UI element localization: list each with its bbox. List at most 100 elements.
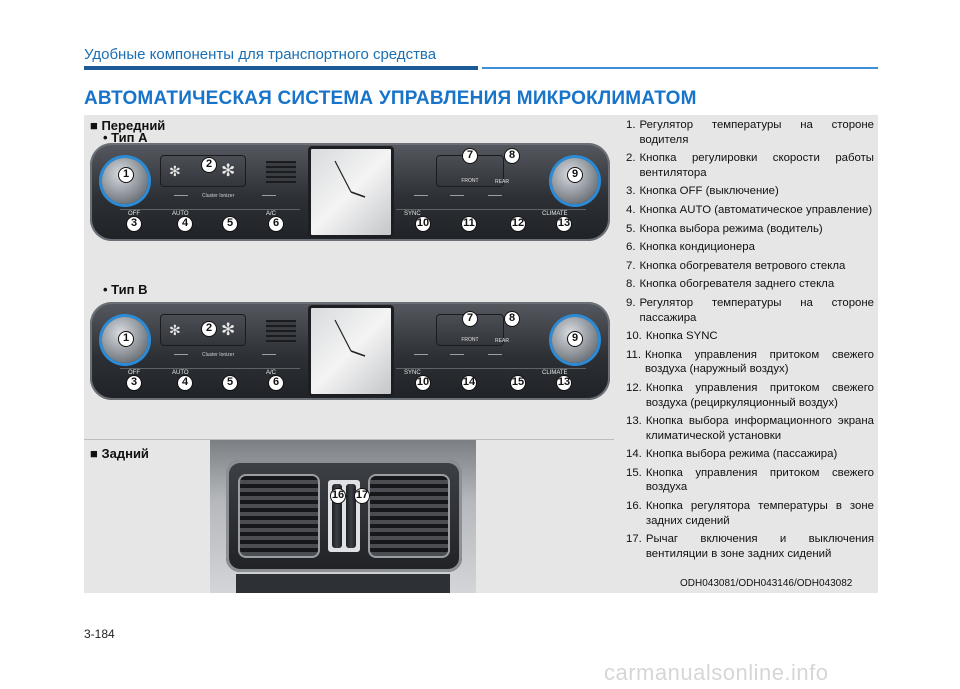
legend-item-number: 9. — [626, 296, 636, 309]
rear-text: REAR — [495, 338, 509, 344]
callout-a-5: 5 — [222, 216, 238, 232]
header-rule — [84, 66, 478, 70]
callout-a-1: 1 — [118, 167, 134, 183]
callout-a-11: 11 — [461, 216, 477, 232]
callout-a-6: 6 — [268, 216, 284, 232]
legend-item: 1.Регулятор температуры на стороне водит… — [626, 118, 874, 147]
legend-item-text: Кнопка обогревателя заднего стекла — [639, 278, 835, 291]
figure-divider — [84, 439, 614, 440]
legend-item-text: Кнопка регулировки скорости работы венти… — [639, 152, 875, 179]
legend-item-number: 11. — [626, 348, 641, 361]
callout-a-10: 10 — [415, 216, 431, 232]
callout-a-4: 4 — [177, 216, 193, 232]
legend-item-number: 17. — [626, 533, 642, 546]
indicator-dash — [414, 195, 428, 196]
legend-item-number: 1. — [626, 119, 636, 131]
indicator-dash — [450, 195, 464, 196]
legend-item: 16.Кнопка регулятора температуры в зоне … — [626, 499, 874, 528]
callout-b-10: 10 — [415, 375, 431, 391]
header-rule-thin — [482, 67, 878, 69]
ac-button-label: A/C — [266, 370, 277, 376]
callout-rear-16: 16 — [330, 488, 346, 504]
legend-item-number: 13. — [626, 415, 642, 428]
button-row-right — [396, 368, 586, 390]
legend-item-text: Регулятор температуры на стороне водител… — [639, 119, 875, 146]
legend-item-text: Кнопка управления притоком свежего возду… — [645, 348, 874, 376]
indicator-dash — [488, 354, 502, 355]
legend-item-text: Кнопка выбора информационного экрана кли… — [645, 415, 874, 442]
legend-item-number: 10. — [626, 330, 642, 343]
legend-item: 14.Кнопка выбора режима (пассажира) — [626, 447, 874, 462]
legend-item-text: Кнопка выбора режима (водитель) — [639, 222, 823, 235]
legend-item: 13.Кнопка выбора информационного экрана … — [626, 414, 874, 443]
clock-hands — [334, 319, 366, 357]
console-type-a: ✻ ✻ FRONT REAR Cluster Ionizer OFF AUTO … — [90, 143, 610, 241]
climate-button-label: CLIMATE — [542, 211, 568, 217]
page-number: 3-184 — [84, 627, 115, 641]
callout-b-15: 15 — [510, 375, 526, 391]
legend-item: 4.Кнопка AUTO (автоматическое управление… — [626, 203, 874, 218]
front-text: FRONT — [461, 337, 479, 343]
callout-b-3: 3 — [126, 375, 142, 391]
ionizer-text: Cluster Ionizer — [202, 193, 235, 199]
legend-item-text: Кнопка выбора режима (пассажира) — [645, 448, 838, 461]
callout-a-3: 3 — [126, 216, 142, 232]
callout-b-2: 2 — [201, 321, 217, 337]
section-title: АВТОМАТИЧЕСКАЯ СИСТЕМА УПРАВЛЕНИЯ МИКРОК… — [84, 88, 697, 109]
auto-button-label: AUTO — [172, 370, 189, 376]
rear-vent-left — [238, 474, 320, 558]
legend-item-number: 16. — [626, 500, 642, 513]
rear-vent-frame — [226, 460, 462, 572]
legend-item: 17.Рычаг включения и выключения вентиляц… — [626, 532, 874, 561]
callout-a-2: 2 — [201, 157, 217, 173]
callout-b-9: 9 — [567, 331, 583, 347]
callout-a-8: 8 — [504, 148, 520, 164]
analog-clock — [308, 146, 394, 238]
legend-item: 15.Кнопка управления притоком свежего во… — [626, 466, 874, 495]
legend-item-number: 6. — [626, 241, 636, 254]
analog-clock — [308, 305, 394, 397]
legend-item: 11. Кнопка управления притоком свежего во… — [626, 348, 874, 377]
legend-item: 8.Кнопка обогревателя заднего стекла — [626, 277, 874, 292]
legend-item-text: Кнопка обогревателя ветрового стекла — [639, 259, 846, 272]
indicator-dash — [174, 354, 188, 355]
legend-item-number: 12. — [626, 381, 642, 394]
legend-item-number: 3. — [626, 185, 636, 198]
indicator-dash — [262, 354, 276, 355]
indicator-dash — [450, 354, 464, 355]
console-type-b: ✻ ✻ FRONT REAR Cluster Ionizer OFF AUTO … — [90, 302, 610, 400]
callout-a-7: 7 — [462, 148, 478, 164]
rear-defrost-button: REAR — [480, 155, 524, 187]
rear-text: REAR — [495, 179, 509, 185]
windshield-defrost-button: FRONT — [436, 155, 504, 187]
center-vent-grille — [266, 320, 296, 342]
auto-button-label: AUTO — [172, 211, 189, 217]
legend-item-text: Кнопка OFF (выключение) — [639, 185, 779, 198]
rear-label: ■ Задний — [90, 446, 149, 461]
image-code: ODH043081/ODH043146/ODH043082 — [680, 578, 853, 589]
indicator-dash — [174, 195, 188, 196]
off-button-label: OFF — [128, 211, 140, 217]
button-row-right — [396, 209, 586, 231]
legend-item: 3.Кнопка OFF (выключение) — [626, 184, 874, 199]
callout-b-1: 1 — [118, 331, 134, 347]
legend-item: 7.Кнопка обогревателя ветрового стекла — [626, 259, 874, 274]
climate-button-label: CLIMATE — [542, 370, 568, 376]
fan-small-icon: ✻ — [169, 163, 181, 179]
callout-b-7: 7 — [462, 311, 478, 327]
legend-item-text: Кнопка AUTO (автоматическое управление) — [639, 203, 873, 216]
legend-item-number: 15. — [626, 466, 642, 479]
rear-console-base — [236, 574, 450, 593]
legend-item-text: Кнопка управления притоком свежего возду… — [645, 381, 874, 409]
legend-item: 9.Регулятор температуры на стороне пасса… — [626, 296, 874, 325]
callout-a-9: 9 — [567, 167, 583, 183]
callout-a-12: 12 — [510, 216, 526, 232]
front-text: FRONT — [461, 178, 479, 184]
type-a-label: • Тип A — [103, 130, 148, 145]
watermark: carmanualsonline.info — [604, 660, 829, 685]
legend-item-text: Кнопка регулятора температуры в зоне зад… — [645, 500, 874, 527]
fan-large-icon: ✻ — [221, 161, 236, 180]
off-button-label: OFF — [128, 370, 140, 376]
callout-b-5: 5 — [222, 375, 238, 391]
legend-item-number: 14. — [626, 448, 642, 461]
